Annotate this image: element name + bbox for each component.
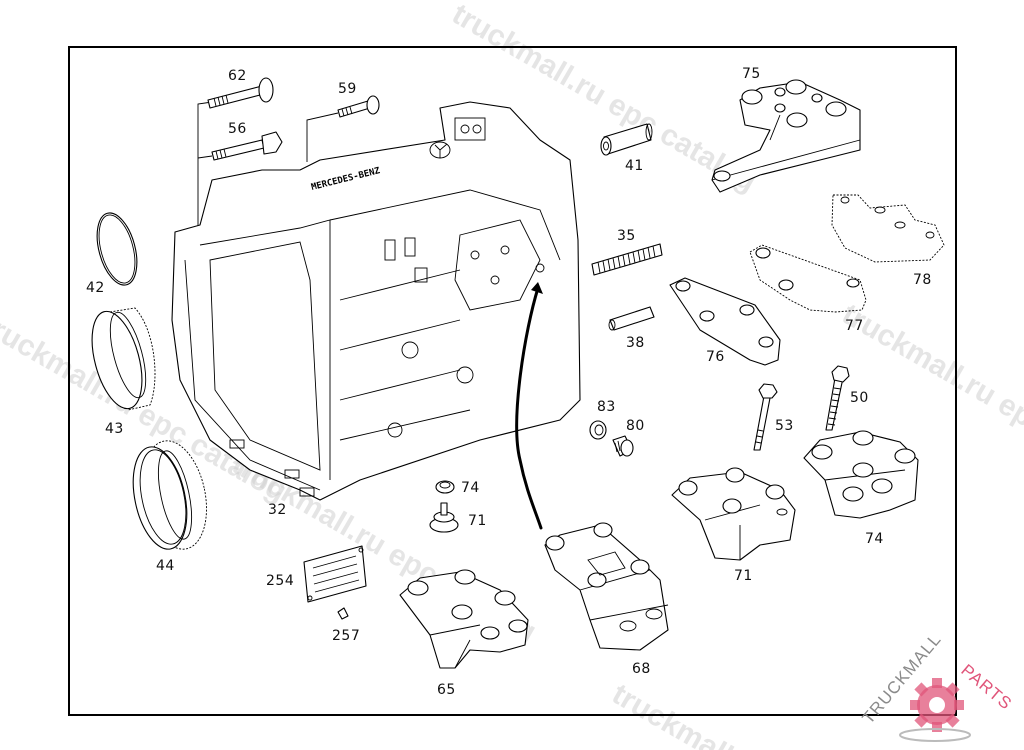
part-50-breather[interactable] [429,502,459,533]
part-78-plate[interactable] [831,194,945,263]
callout-76: 76 [706,349,725,365]
callout-257: 257 [332,628,360,644]
part-42-o-ring[interactable] [90,209,144,290]
leader-lines [197,101,339,232]
callout-59: 59 [338,81,357,97]
arrow-head [531,282,543,294]
part-77-plate[interactable] [749,244,867,313]
callout-77: 77 [845,318,864,334]
callout-74: 74 [865,531,884,547]
diagram-frame [68,46,957,716]
part-47-washer[interactable] [589,420,607,440]
callout-38: 38 [626,335,645,351]
part-35-stud[interactable] [591,243,663,276]
callout-68: 68 [632,661,651,677]
part-56-bolt[interactable] [211,131,283,161]
callout-62: 62 [228,68,247,84]
part-74-bracket[interactable] [803,430,919,519]
callout-75: 75 [742,66,761,82]
part-53-washer[interactable] [435,480,455,494]
callout-50: 71 [468,513,487,529]
callout-254: 254 [266,573,294,589]
callout-41: 41 [625,158,644,174]
callout-78: 78 [913,272,932,288]
part-257-rivet[interactable] [337,607,349,620]
part-32-housing[interactable]: MERCEDES-BENZ [171,101,581,501]
part-68-bracket[interactable] [544,522,669,651]
part-71-bracket[interactable] [671,467,796,561]
part-59-bolt[interactable] [337,95,380,118]
callout-56: 56 [228,121,247,137]
part-80-hex-bolt[interactable] [825,365,850,431]
part-43-sealing-ring[interactable] [83,306,156,414]
callout-32: 32 [268,502,287,518]
part-38-dowel-pin[interactable] [608,306,655,331]
callout-47: 83 [597,399,616,415]
gear-icon [910,678,964,732]
callout-53: 74 [461,480,480,496]
callout-42: 42 [86,280,105,296]
callout-43: 43 [105,421,124,437]
part-45-screw-plug[interactable] [612,435,634,457]
part-41-sleeve[interactable] [600,123,653,156]
truckmall-parts-logo: TRUCKMALL PARTS [859,630,1016,742]
callout-45: 80 [626,418,645,434]
part-75-bracket[interactable] [711,79,861,193]
callout-65: 65 [437,682,456,698]
part-254-type-plate[interactable] [303,545,367,603]
part-83-hex-bolt[interactable] [753,383,778,451]
logo-text-parts: PARTS [957,661,1015,714]
part-65-bracket[interactable] [399,569,529,669]
assembly-arrow [515,286,543,530]
callout-35: 35 [617,228,636,244]
callout-83: 53 [775,418,794,434]
part-62-bolt[interactable] [207,77,274,109]
callout-71: 71 [734,568,753,584]
callout-44: 44 [156,558,175,574]
part-76-plate[interactable] [669,277,781,366]
callout-80: 50 [850,390,869,406]
